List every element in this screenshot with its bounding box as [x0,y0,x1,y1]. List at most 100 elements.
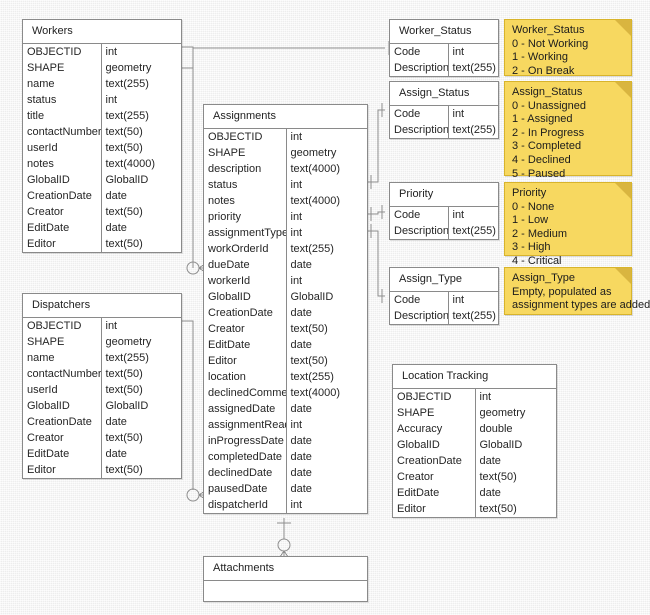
field-type: date [479,487,501,499]
field-name: declinedDate [204,465,287,481]
entity-priority-title: Priority [390,183,498,207]
field-name: GlobalID [204,289,287,305]
field-name: Accuracy [393,421,476,437]
field-type: int [105,320,118,332]
field-name: declinedComment [204,385,287,401]
field-name: location [204,369,287,385]
field-name: assignmentRead [204,417,287,433]
field-type: int [290,179,303,191]
entity-assign-status-title: Assign_Status [390,82,498,106]
entity-attachments[interactable]: Attachments [203,556,368,602]
field-name: Code [390,292,449,308]
field-name: priority [204,209,287,225]
field-type: date [290,467,312,479]
field-name: dueDate [204,257,287,273]
field-name: Editor [23,236,102,252]
field-type: text(50) [105,206,143,218]
field-type: date [290,483,312,495]
note-priority-title: Priority [512,187,547,199]
note-line: 0 - Not Working [512,37,589,50]
field-type: int [290,275,303,287]
field-name: EditDate [23,446,102,462]
field-type: text(4000) [290,195,341,207]
field-name: workerId [204,273,287,289]
field-type: geometry [290,147,337,159]
field-type: int [290,419,303,431]
field-type: date [290,259,312,271]
field-type: GlobalID [479,439,523,451]
field-name: name [23,350,102,366]
field-name: OBJECTID [23,44,102,60]
entity-assign-type-title: Assign_Type [390,268,498,292]
field-name: EditDate [393,485,476,501]
field-name: CreationDate [23,414,102,430]
field-name: EditDate [23,220,102,236]
field-name: SHAPE [204,145,287,161]
field-name: Creator [23,204,102,220]
field-name: EditDate [204,337,287,353]
field-name: Description [390,308,449,324]
field-type: text(255) [452,124,496,136]
field-type: GlobalID [105,400,149,412]
field-name: SHAPE [23,60,102,76]
note-fold-icon [615,268,631,284]
field-type: text(50) [105,368,143,380]
field-type: text(50) [105,384,143,396]
entity-workers-title: Workers [23,20,181,44]
note-line: 1 - Assigned [512,113,573,126]
field-type: date [105,416,127,428]
field-name: Code [390,106,449,122]
field-name: Creator [204,321,287,337]
field-type: date [290,451,312,463]
field-type: text(255) [290,371,334,383]
field-name: title [23,108,102,124]
field-type: double [479,423,513,435]
field-type: geometry [479,407,526,419]
field-type: text(50) [105,142,143,154]
field-type: date [105,448,127,460]
field-type: int [290,131,303,143]
field-name: pausedDate [204,481,287,497]
field-name: Editor [23,462,102,478]
field-name: CreationDate [23,188,102,204]
field-name: contactNumber [23,124,102,140]
note-line: 1 - Working [512,51,569,64]
entity-attachments-body [204,581,367,601]
field-type: text(50) [105,126,143,138]
field-name: completedDate [204,449,287,465]
